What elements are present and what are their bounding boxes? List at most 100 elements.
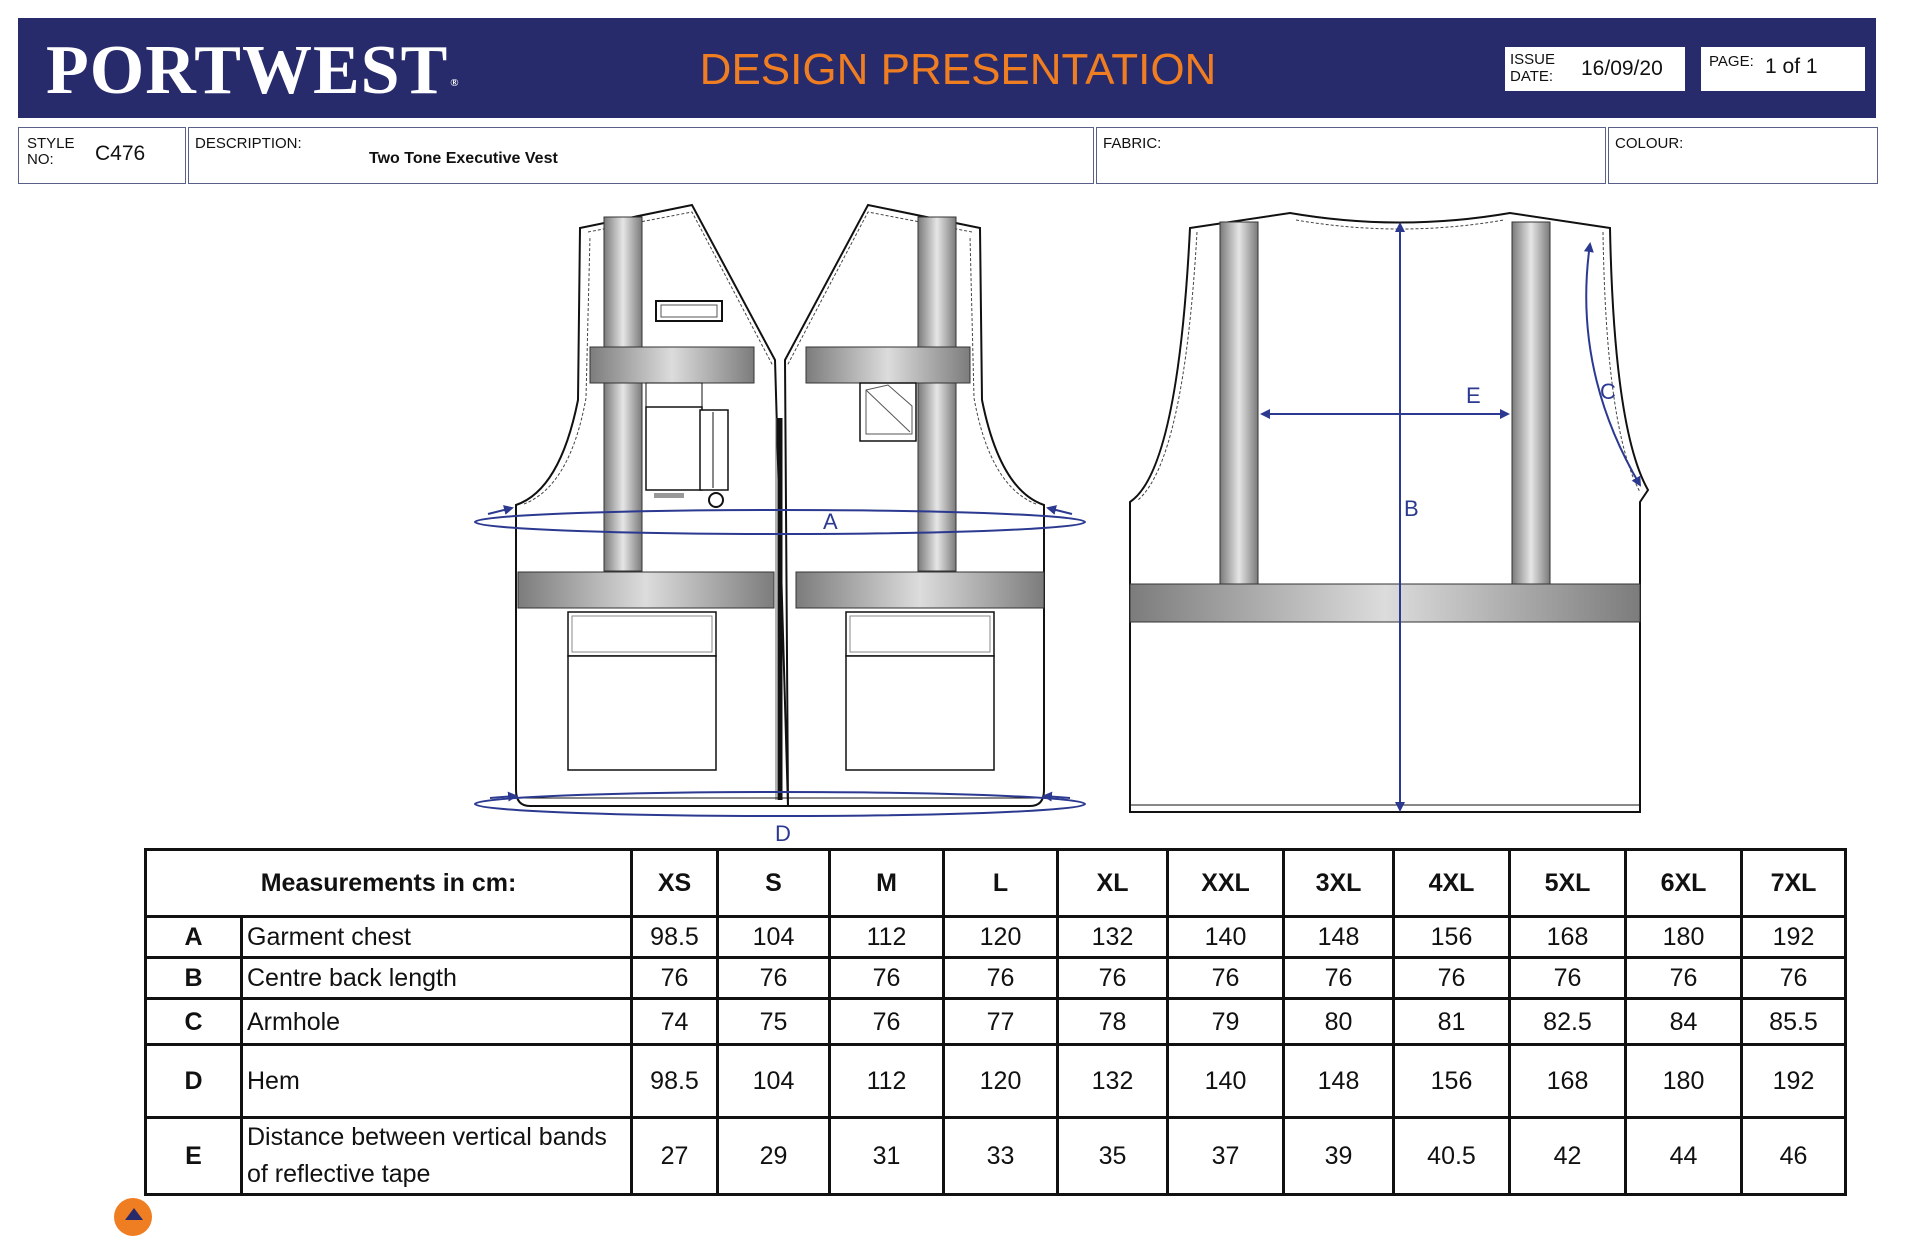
- cell-value: 104: [716, 1043, 832, 1119]
- page-box: PAGE: 1 of 1: [1700, 46, 1866, 92]
- cell-value: 168: [1508, 915, 1628, 959]
- page-value: 1 of 1: [1765, 55, 1818, 78]
- issue-date-value: 16/09/20: [1581, 57, 1663, 80]
- cell-value: 84: [1624, 997, 1744, 1046]
- table-row: C Armhole 74 75 76 77 78 79 80 81 82.5 8…: [144, 997, 1848, 1046]
- description-value: Two Tone Executive Vest: [369, 150, 558, 167]
- cell-value: 37: [1166, 1116, 1286, 1196]
- table-header-row: Measurements in cm: XS S M L XL XXL 3XL …: [143, 848, 1848, 918]
- size-header: L: [942, 848, 1060, 918]
- size-header: 5XL: [1508, 848, 1628, 918]
- cell-value: 27: [630, 1116, 720, 1196]
- vest-technical-drawing: A D B E C: [474, 203, 1650, 845]
- size-header: XS: [630, 848, 720, 918]
- cell-value: 180: [1624, 1043, 1744, 1119]
- cell-value: 42: [1508, 1116, 1628, 1196]
- issue-date-box: ISSUE DATE: 16/09/20: [1504, 46, 1686, 92]
- cell-value: 156: [1392, 915, 1512, 959]
- size-header: 3XL: [1282, 848, 1396, 918]
- cell-value: 120: [942, 915, 1060, 959]
- label-b: B: [1404, 496, 1419, 521]
- back-measurements: B E C: [1260, 222, 1642, 812]
- table-row: E Distance between vertical bands of ref…: [144, 1116, 1848, 1196]
- cell-value: 132: [1056, 915, 1170, 959]
- table-title: Measurements in cm:: [143, 848, 634, 918]
- description-box: DESCRIPTION: Two Tone Executive Vest: [188, 127, 1094, 184]
- label-e: E: [1466, 383, 1481, 408]
- registered-mark: ®: [450, 77, 460, 89]
- row-key: D: [144, 1043, 243, 1119]
- cell-value: 192: [1740, 1043, 1848, 1119]
- row-key: C: [144, 997, 243, 1046]
- cell-value: 180: [1624, 915, 1744, 959]
- size-header: 7XL: [1740, 848, 1848, 918]
- label-a: A: [823, 509, 838, 534]
- cell-value: 168: [1508, 1043, 1628, 1119]
- fabric-label: FABRIC:: [1103, 135, 1162, 152]
- row-key: A: [144, 915, 243, 959]
- page-label: PAGE:: [1709, 53, 1754, 70]
- cell-value: 77: [942, 997, 1060, 1046]
- row-label: Distance between vertical bands of refle…: [239, 1116, 634, 1196]
- fabric-box: FABRIC:: [1096, 127, 1606, 184]
- cell-value: 76: [828, 956, 946, 1000]
- size-header: XXL: [1166, 848, 1286, 918]
- cell-value: 156: [1392, 1043, 1512, 1119]
- brand-logo: PORTWEST®: [46, 32, 460, 109]
- cell-value: 192: [1740, 915, 1848, 959]
- size-header: 6XL: [1624, 848, 1744, 918]
- back-vest-view: [1129, 211, 1650, 813]
- style-number-value: C476: [95, 142, 146, 165]
- row-key: E: [144, 1116, 243, 1196]
- size-header: M: [828, 848, 946, 918]
- cell-value: 29: [716, 1116, 832, 1196]
- document-title: DESIGN PRESENTATION: [699, 45, 1217, 94]
- cell-value: 104: [716, 915, 832, 959]
- cell-value: 140: [1166, 1043, 1286, 1119]
- cell-value: 82.5: [1508, 997, 1628, 1046]
- cell-value: 140: [1166, 915, 1286, 959]
- size-header: 4XL: [1392, 848, 1512, 918]
- description-label: DESCRIPTION:: [195, 135, 302, 152]
- cell-value: 78: [1056, 997, 1170, 1046]
- table-row: D Hem 98.5 104 112 120 132 140 148 156 1…: [144, 1043, 1848, 1119]
- cell-value: 74: [630, 997, 720, 1046]
- cell-value: 46: [1740, 1116, 1848, 1196]
- cell-value: 112: [828, 1043, 946, 1119]
- cell-value: 120: [942, 1043, 1060, 1119]
- cell-value: 85.5: [1740, 997, 1848, 1046]
- label-d: D: [775, 821, 791, 845]
- cell-value: 148: [1282, 915, 1396, 959]
- cell-value: 76: [1282, 956, 1396, 1000]
- style-number-label: STYLE NO:: [27, 135, 75, 168]
- table-row: B Centre back length 76 76 76 76 76 76 7…: [144, 956, 1848, 1000]
- row-label: Garment chest: [239, 915, 634, 959]
- row-label: Hem: [239, 1043, 634, 1119]
- row-label: Armhole: [239, 997, 634, 1046]
- cell-value: 76: [716, 956, 832, 1000]
- row-label: Centre back length: [239, 956, 634, 1000]
- cell-value: 76: [1508, 956, 1628, 1000]
- cell-value: 31: [828, 1116, 946, 1196]
- cell-value: 76: [1624, 956, 1744, 1000]
- cell-value: 148: [1282, 1043, 1396, 1119]
- size-header: XL: [1056, 848, 1170, 918]
- cell-value: 40.5: [1392, 1116, 1512, 1196]
- cell-value: 76: [1392, 956, 1512, 1000]
- cell-value: 79: [1166, 997, 1286, 1046]
- cell-value: 76: [942, 956, 1060, 1000]
- table-row: A Garment chest 98.5 104 112 120 132 140…: [144, 915, 1848, 959]
- orange-logo-icon: [114, 1198, 152, 1236]
- front-vest-view: [515, 203, 1045, 807]
- cell-value: 44: [1624, 1116, 1744, 1196]
- cell-value: 132: [1056, 1043, 1170, 1119]
- cell-value: 81: [1392, 997, 1512, 1046]
- cell-value: 76: [630, 956, 720, 1000]
- header-bar: PORTWEST® DESIGN PRESENTATION ISSUE DATE…: [18, 18, 1876, 118]
- cell-value: 76: [1166, 956, 1286, 1000]
- style-number-box: STYLE NO: C476: [18, 127, 186, 184]
- cell-value: 76: [1056, 956, 1170, 1000]
- colour-box: COLOUR:: [1608, 127, 1878, 184]
- label-c: C: [1600, 379, 1616, 404]
- row-key: B: [144, 956, 243, 1000]
